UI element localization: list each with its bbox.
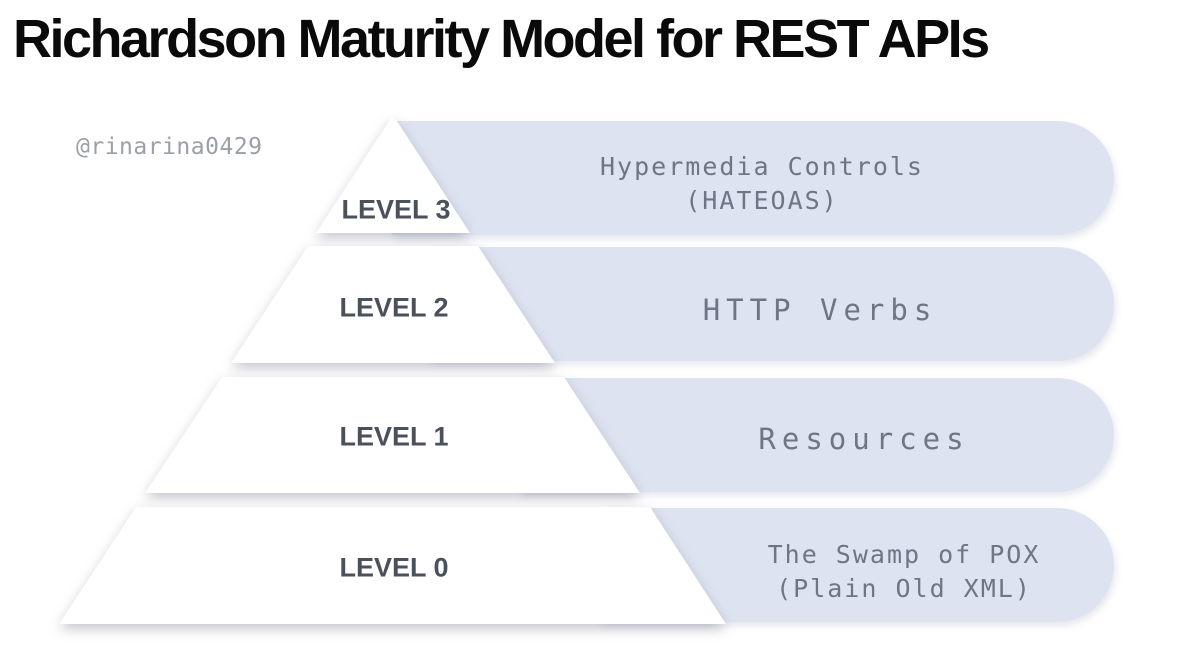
pyramid-trapezoid-shape xyxy=(145,377,640,493)
watermark-handle: @rinarina0429 xyxy=(76,134,263,160)
level-1-bar-text: Resources xyxy=(758,421,969,457)
pyramid-segment-level-0 xyxy=(49,503,736,629)
bar-text-line: (Plain Old XML) xyxy=(776,574,1032,603)
bar-text-line: HTTP Verbs xyxy=(702,293,938,327)
pyramid-segment-level-3 xyxy=(306,112,480,237)
level-3-label: LEVEL 3 xyxy=(341,194,451,225)
level-3-bar xyxy=(392,121,1114,235)
bar-text-line: Hypermedia Controls xyxy=(600,152,924,181)
page-title: Richardson Maturity Model for REST APIs xyxy=(13,9,990,69)
level-2-bar xyxy=(430,247,1114,361)
pyramid-segment-level-2 xyxy=(221,242,565,368)
level-0-label: LEVEL 0 xyxy=(339,552,449,583)
level-0-bar-text: The Swamp of POX (Plain Old XML) xyxy=(768,538,1041,606)
pyramid-trapezoid-shape xyxy=(59,507,726,624)
bar-text-line: Resources xyxy=(758,422,970,456)
level-1-label: LEVEL 1 xyxy=(339,421,449,452)
bar-text-line: The Swamp of POX xyxy=(767,540,1041,569)
pyramid-segment-level-1 xyxy=(135,373,650,498)
level-3-bar-text: Hypermedia Controls (HATEOAS) xyxy=(600,150,924,218)
level-2-label: LEVEL 2 xyxy=(339,292,449,323)
bar-text-line: (HATEOAS) xyxy=(685,186,839,215)
level-2-bar-text: HTTP Verbs xyxy=(703,292,938,328)
